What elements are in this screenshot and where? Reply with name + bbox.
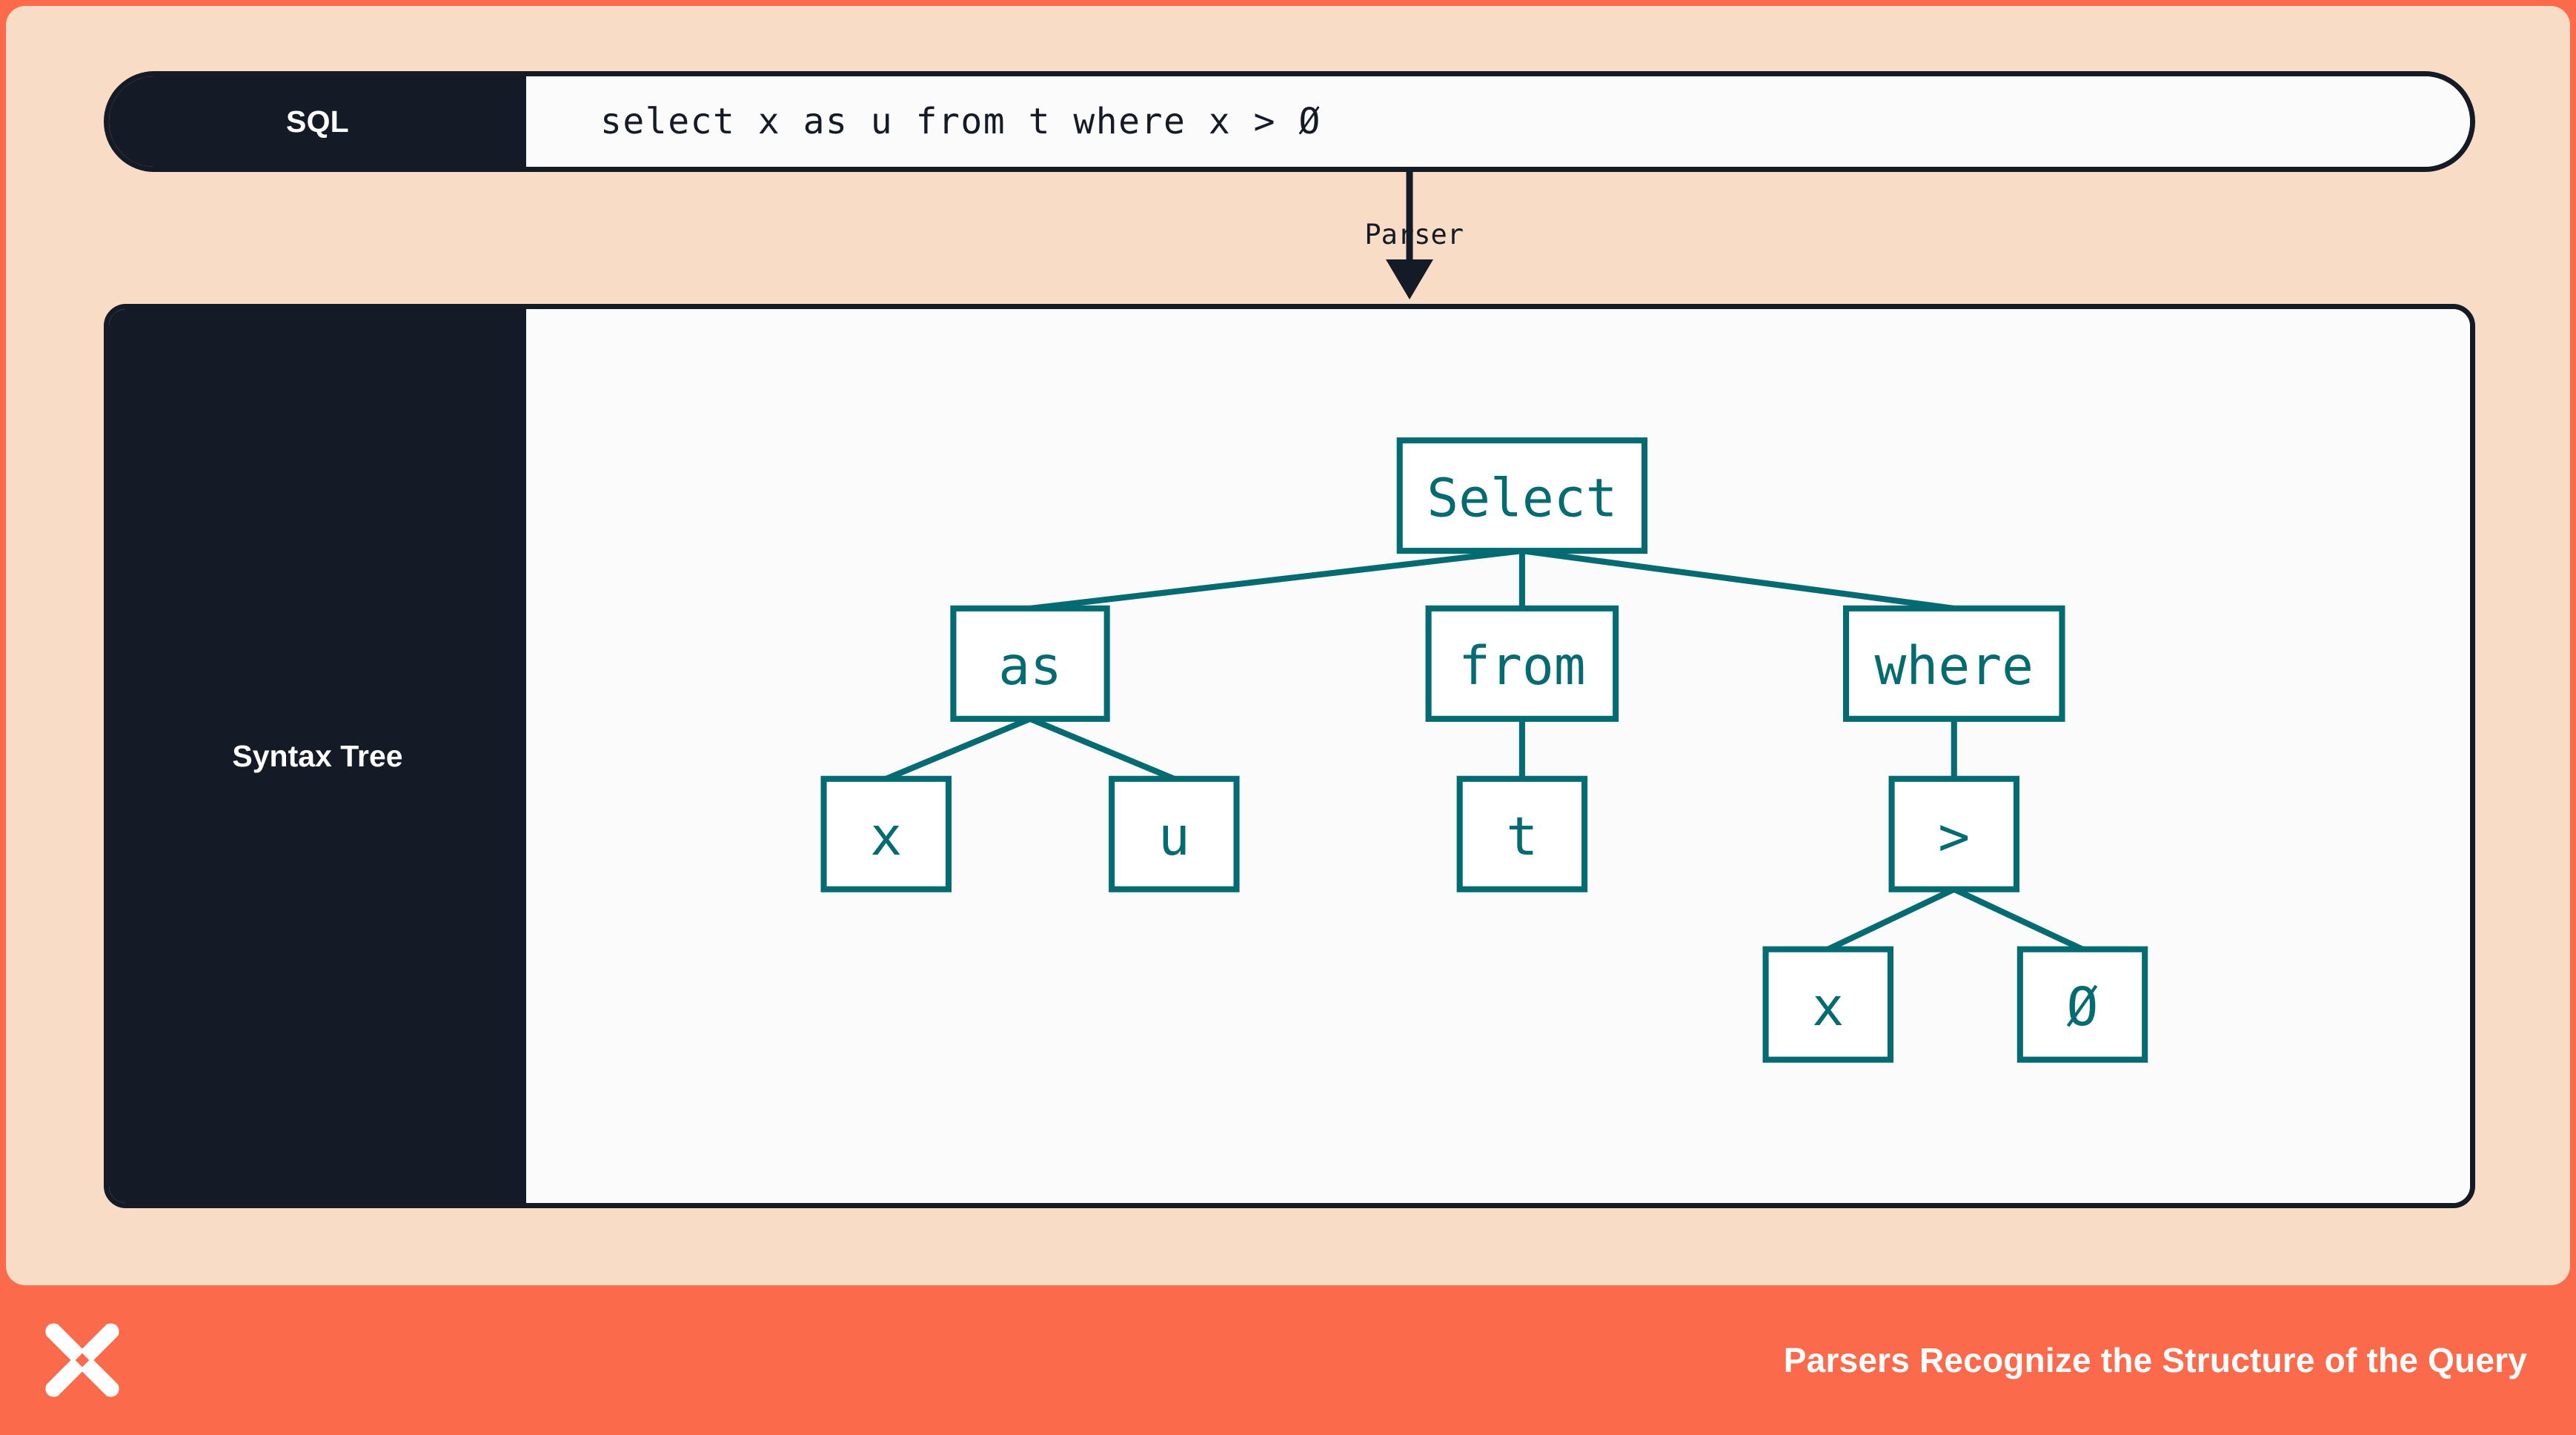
tree-node-select[interactable]: Select (1396, 437, 1648, 554)
tree-node-gt[interactable]: > (1888, 775, 2020, 892)
sql-query-text: select x as u from t where x > Ø (600, 101, 1321, 142)
tree-node-where[interactable]: where (1843, 605, 2065, 722)
tree-node-label: from (1458, 635, 1586, 697)
tree-panel-label: Syntax Tree (109, 309, 526, 1203)
parser-label: Parser (1364, 219, 1464, 251)
tree-node-zero[interactable]: Ø (2016, 946, 2148, 1063)
tree-node-t[interactable]: t (1456, 775, 1588, 892)
tree-node-u[interactable]: u (1109, 775, 1240, 892)
tree-edge (1827, 886, 1956, 952)
tree-node-label: x (870, 806, 902, 867)
tree-node-box (1456, 775, 1588, 892)
tree-node-label: Select (1427, 467, 1617, 528)
tree-node-box (1109, 775, 1240, 892)
tree-node-box (1762, 946, 1894, 1063)
tree-node-label: where (1875, 635, 2034, 697)
tree-node-box (820, 775, 952, 892)
sql-query-field[interactable]: select x as u from t where x > Ø (526, 76, 2470, 167)
tree-node-box (1888, 775, 2020, 892)
tree-node-box (2016, 946, 2148, 1063)
tree-edge (1029, 548, 1523, 612)
sql-row-label: SQL (109, 76, 526, 167)
tree-node-label: x (1812, 976, 1844, 1038)
tree-edge (885, 716, 1032, 782)
tree-node-x1[interactable]: x (820, 775, 952, 892)
footer-bar: Parsers Recognize the Structure of the Q… (0, 1285, 2576, 1435)
tree-node-label: Ø (2067, 976, 2099, 1038)
tree-node-label: u (1158, 806, 1190, 867)
x-mark-logo-icon (45, 1323, 119, 1397)
tree-node-box (1843, 605, 2065, 722)
tree-node-box (1425, 605, 1619, 722)
tree-node-box (950, 605, 1110, 722)
tree-node-as[interactable]: as (950, 605, 1110, 722)
sql-input-row: SQL select x as u from t where x > Ø (104, 71, 2475, 172)
tree-label-text: Syntax Tree (232, 738, 403, 773)
tree-edge (1953, 886, 2084, 952)
tree-node-label: > (1938, 806, 1970, 867)
tree-node-from[interactable]: from (1425, 605, 1619, 722)
tree-edge (1521, 548, 1955, 612)
parser-arrow (1334, 172, 1630, 305)
tree-node-label: as (998, 635, 1062, 697)
tree-node-box (1396, 437, 1648, 554)
sql-label-text: SQL (286, 104, 349, 139)
tree-node-label: t (1506, 806, 1538, 867)
tree-edge (1029, 716, 1175, 782)
tree-node-x2[interactable]: x (1762, 946, 1894, 1063)
tree-edge-layer (885, 548, 2084, 952)
footer-caption: Parsers Recognize the Structure of the Q… (1783, 1341, 2527, 1379)
